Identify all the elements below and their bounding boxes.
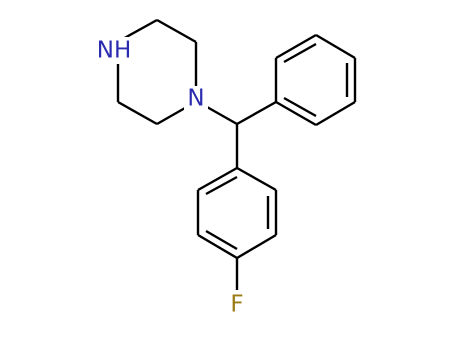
bond-c1-c2 — [156, 18, 197, 44]
fluorophenyl-inner-bond-3 — [205, 175, 238, 196]
nh-label-background — [96, 37, 136, 64]
phenyl-inner-bond-3 — [283, 96, 317, 118]
fluorophenyl-bond-4 — [197, 233, 238, 260]
fluorophenyl-ring — [196, 166, 278, 290]
tertiary-amine-n-label: N — [187, 86, 204, 112]
fluorophenyl-bond-1 — [236, 166, 277, 192]
fluorophenyl-inner-bond-2 — [205, 229, 238, 251]
phenyl-bond-6 — [275, 100, 317, 127]
phenyl-ring — [274, 33, 357, 127]
methine-bonds — [206, 100, 277, 168]
bond-ch-phenyl — [236, 100, 277, 126]
bond-c3-c4 — [117, 100, 158, 126]
piperazine-ring — [116, 18, 198, 126]
fluorine-label: F — [230, 292, 243, 318]
phenyl-inner-bond-1 — [283, 42, 317, 64]
phenyl-bond-2 — [275, 33, 317, 60]
bond-nh-c1 — [120, 18, 158, 42]
amine-nh-label: NH — [97, 38, 132, 64]
fluorophenyl-bond-3 — [236, 233, 277, 260]
bond-n-c3 — [156, 106, 186, 126]
phenyl-bond-3 — [315, 33, 356, 60]
fluorophenyl-bond-6 — [197, 166, 238, 192]
n-label-background — [184, 86, 208, 113]
bond-n-ch — [206, 105, 238, 126]
phenyl-bond-5 — [315, 100, 356, 127]
atom-labels: NH N F — [96, 37, 248, 318]
f-label-background — [226, 291, 248, 318]
